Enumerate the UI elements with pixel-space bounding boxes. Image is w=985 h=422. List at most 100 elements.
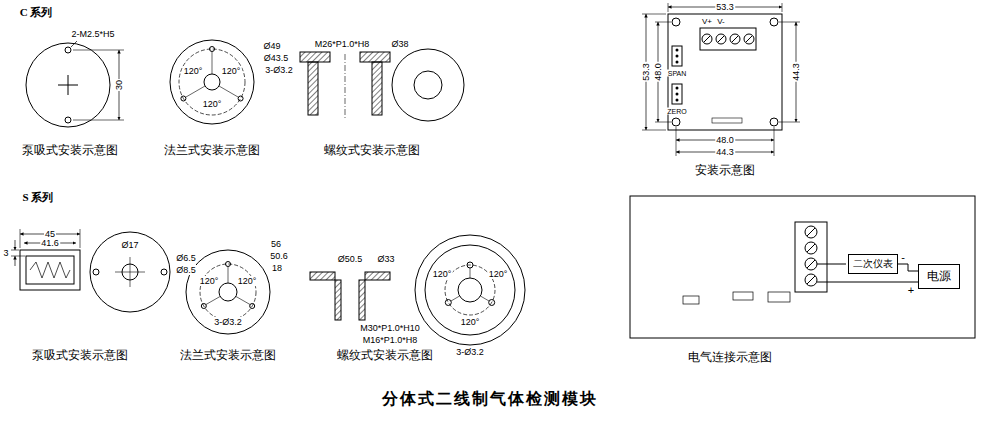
thread-section xyxy=(372,62,382,115)
bolt-hole xyxy=(226,262,231,267)
caption: 螺纹式安装示意图 xyxy=(336,347,434,364)
angle-label: 120° xyxy=(432,269,453,279)
screw xyxy=(744,34,754,44)
thread-section xyxy=(365,272,390,280)
pump-detail xyxy=(30,262,70,278)
screw-slot xyxy=(807,228,815,236)
caption: 法兰式安装示意图 xyxy=(163,142,261,159)
thread-section xyxy=(310,272,335,280)
angle-label: 120° xyxy=(202,99,223,109)
radial-line xyxy=(470,268,471,278)
dimension-label: Ø49 xyxy=(262,41,281,51)
bolt-hole xyxy=(467,262,473,268)
mount-hole xyxy=(672,118,680,126)
instrument-box: 二次仪表 xyxy=(848,254,898,274)
dimension-label: 50.6 xyxy=(269,251,289,261)
bolt-hole xyxy=(210,47,215,52)
dimension-line xyxy=(15,256,16,266)
bore xyxy=(204,74,220,90)
radial-line xyxy=(451,296,460,301)
pin xyxy=(676,49,679,52)
radial-line xyxy=(206,297,220,305)
dimension-label: 41.6 xyxy=(40,238,60,248)
thread-section xyxy=(300,52,330,62)
center-mark xyxy=(130,257,131,287)
extension-line xyxy=(73,50,124,51)
screw-slot xyxy=(704,36,710,42)
mount-hole xyxy=(93,269,99,275)
mount-hole xyxy=(65,47,71,53)
dimension-label: 56 xyxy=(270,239,282,249)
pin-header xyxy=(672,84,682,104)
dimension-label: 53.3 xyxy=(641,62,651,82)
thread-section xyxy=(308,62,318,115)
bore xyxy=(458,278,482,302)
dimension-label: Ø17 xyxy=(120,240,139,250)
drawing xyxy=(11,3,975,345)
screw xyxy=(702,34,712,44)
thread-section xyxy=(359,280,365,320)
screw xyxy=(805,274,817,286)
board-outline xyxy=(630,196,975,338)
radial-line xyxy=(236,297,250,305)
screw-slot xyxy=(746,36,752,42)
thread-spec: 2-M2.5*H5 xyxy=(70,29,115,39)
extension-line xyxy=(668,3,669,12)
component xyxy=(733,292,753,300)
radial-line xyxy=(212,52,213,74)
bolt-hole xyxy=(489,300,495,306)
rim xyxy=(425,245,515,335)
extension-line xyxy=(73,120,124,121)
screw xyxy=(730,34,740,44)
dimension-label: 30 xyxy=(114,79,124,91)
radial-line xyxy=(186,86,205,97)
screw-slot xyxy=(718,36,724,42)
flange-outline xyxy=(170,40,254,124)
pin xyxy=(676,55,679,58)
extension-line xyxy=(779,22,800,23)
bolt-circle xyxy=(200,264,256,320)
component xyxy=(712,118,742,123)
pin-label: V- xyxy=(716,17,726,26)
dimension-label: Ø33 xyxy=(376,254,395,264)
extension-line xyxy=(782,3,783,12)
extension-line xyxy=(642,130,666,131)
extension-line xyxy=(11,256,25,257)
caption: 法兰式安装示意图 xyxy=(179,347,277,364)
screw-slot xyxy=(732,36,738,42)
dimension-label: Ø50.5 xyxy=(337,254,364,264)
polarity-mark: + xyxy=(907,284,915,296)
caption: 螺纹式安装示意图 xyxy=(323,142,421,159)
dimension-label: Ø6.5 xyxy=(175,253,197,263)
thread-section xyxy=(335,280,341,320)
dimension-label: Ø43.5 xyxy=(263,53,290,63)
angle-label: 120° xyxy=(237,276,258,286)
thread-section xyxy=(360,52,390,62)
title: 分体式二线制气体检测模块 xyxy=(381,389,599,410)
screw-slot xyxy=(807,244,815,252)
pin xyxy=(676,87,679,90)
pin-label: ZERO xyxy=(666,108,687,115)
dimension-label: 44.3 xyxy=(791,62,801,82)
screw-slot xyxy=(807,260,815,268)
dimension-label: 3-Ø3.2 xyxy=(455,347,485,357)
radial-line xyxy=(228,267,229,283)
dimension-label: 3-Ø3.2 xyxy=(213,317,243,327)
pin-label: V+ xyxy=(701,17,713,26)
instrument-box: 电源 xyxy=(918,264,960,289)
dimension-label: 48.0 xyxy=(715,135,735,145)
pump-outline xyxy=(26,43,110,127)
bolt-hole xyxy=(201,304,206,309)
caption: 泵吸式安装示意图 xyxy=(21,142,119,159)
extension-line xyxy=(655,22,671,23)
dimension-label: 44.3 xyxy=(715,147,735,157)
angle-label: 120° xyxy=(460,317,481,327)
radial-line xyxy=(219,86,238,97)
extension-line xyxy=(20,229,21,248)
extension-line xyxy=(642,14,666,15)
dimension-label: 48.0 xyxy=(653,62,663,82)
terminal-block xyxy=(700,28,756,50)
